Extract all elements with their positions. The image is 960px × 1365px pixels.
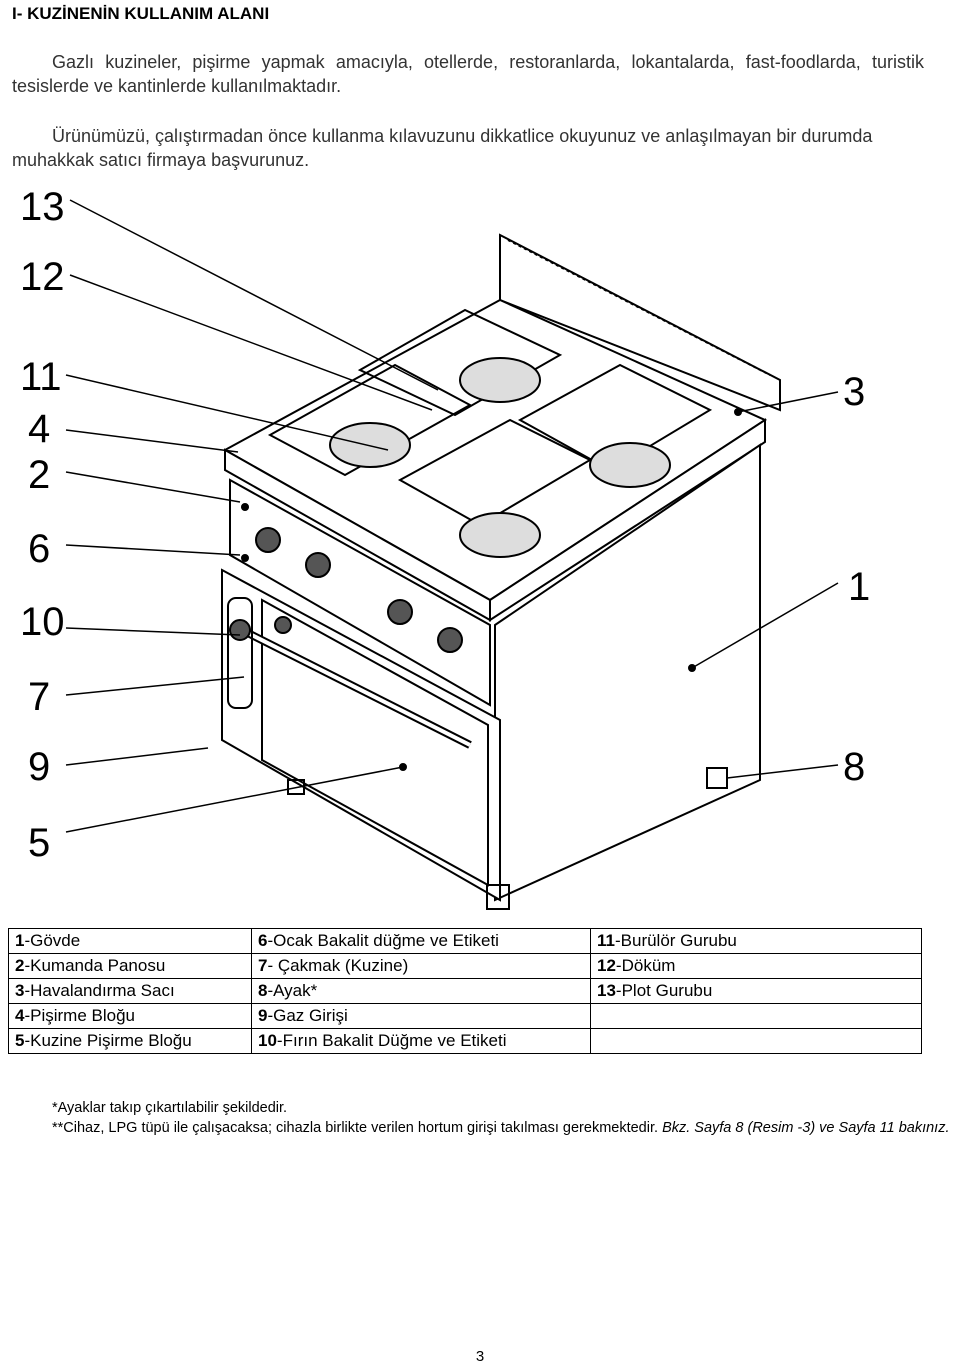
legend-label: -Gaz Girişi bbox=[267, 1006, 348, 1025]
legend-label: - Çakmak (Kuzine) bbox=[267, 956, 409, 975]
legend-cell bbox=[590, 1028, 922, 1054]
legend-cell bbox=[590, 1003, 922, 1029]
callout-12: 12 bbox=[20, 255, 65, 299]
page-number: 3 bbox=[475, 1348, 485, 1365]
legend-cell: 10-Fırın Bakalit Düğme ve Etiketi bbox=[251, 1028, 591, 1054]
legend-number: 3 bbox=[15, 981, 25, 1000]
legend-number: 9 bbox=[258, 1006, 268, 1025]
legend-cell: 7- Çakmak (Kuzine) bbox=[251, 953, 591, 979]
legend-label: -Burülör Gurubu bbox=[614, 931, 737, 950]
legend-label: -Fırın Bakalit Düğme ve Etiketi bbox=[276, 1031, 507, 1050]
legend-number: 2 bbox=[15, 956, 25, 975]
legend-label: -Ayak* bbox=[267, 981, 318, 1000]
note-lpg-text: **Cihaz, LPG tüpü ile çalışacaksa; cihaz… bbox=[52, 1120, 663, 1136]
callout-1: 1 bbox=[848, 565, 870, 609]
legend-cell: 8-Ayak* bbox=[251, 978, 591, 1004]
legend-label: -Plot Gurubu bbox=[615, 981, 713, 1000]
legend-cell: 6-Ocak Bakalit düğme ve Etiketi bbox=[251, 928, 591, 954]
legend-cell: 1-Gövde bbox=[8, 928, 252, 954]
legend-number: 1 bbox=[15, 931, 25, 950]
legend-number: 5 bbox=[15, 1031, 25, 1050]
note-lpg-reference: Bkz. Sayfa 8 (Resim -3) ve Sayfa 11 bakı… bbox=[662, 1120, 950, 1136]
legend-cell: 9-Gaz Girişi bbox=[251, 1003, 591, 1029]
callout-4: 4 bbox=[28, 407, 50, 451]
callout-5: 5 bbox=[28, 821, 50, 865]
callout-6: 6 bbox=[28, 527, 50, 571]
callout-7: 7 bbox=[28, 675, 50, 719]
legend-number: 10 bbox=[258, 1031, 277, 1050]
legend-label: -Döküm bbox=[615, 956, 676, 975]
warning-paragraph: Ürünümüzü, çalıştırmadan önce kullanma k… bbox=[12, 126, 873, 170]
note-lpg: **Cihaz, LPG tüpü ile çalışacaksa; cihaz… bbox=[12, 1118, 960, 1138]
legend-label: -Gövde bbox=[24, 931, 81, 950]
legend-cell: 11-Burülör Gurubu bbox=[590, 928, 922, 954]
callout-9: 9 bbox=[28, 745, 50, 789]
callout-10: 10 bbox=[20, 600, 65, 644]
callout-13: 13 bbox=[20, 185, 65, 229]
notes: *Ayaklar takıp çıkartılabilir şekildedir… bbox=[12, 1098, 960, 1138]
legend-cell: 2-Kumanda Panosu bbox=[8, 953, 252, 979]
legend-label: -Havalandırma Sacı bbox=[24, 981, 175, 1000]
section-title: I- KUZİNENİN KULLANIM ALANI bbox=[12, 4, 270, 23]
legend-number: 7 bbox=[258, 956, 268, 975]
note-feet: *Ayaklar takıp çıkartılabilir şekildedir… bbox=[52, 1100, 288, 1116]
legend-number: 13 bbox=[597, 981, 616, 1000]
legend-number: 6 bbox=[258, 931, 268, 950]
callout-11: 11 bbox=[20, 355, 62, 399]
legend-number: 12 bbox=[597, 956, 616, 975]
callout-3: 3 bbox=[843, 370, 865, 414]
legend-cell: 13-Plot Gurubu bbox=[590, 978, 922, 1004]
stove-diagram: 13 12 11 4 2 6 10 7 9 5 3 1 8 bbox=[0, 180, 960, 920]
legend-number: 8 bbox=[258, 981, 268, 1000]
callout-2: 2 bbox=[28, 453, 50, 497]
legend-label: -Ocak Bakalit düğme ve Etiketi bbox=[267, 931, 499, 950]
legend-cell: 3-Havalandırma Sacı bbox=[8, 978, 252, 1004]
callout-8: 8 bbox=[843, 745, 865, 789]
legend-number: 11 bbox=[597, 931, 615, 950]
legend-label: -Kuzine Pişirme Bloğu bbox=[24, 1031, 192, 1050]
legend-cell: 4-Pişirme Bloğu bbox=[8, 1003, 252, 1029]
legend-label: -Pişirme Bloğu bbox=[24, 1006, 136, 1025]
legend-label: -Kumanda Panosu bbox=[24, 956, 166, 975]
legend-cell: 12-Döküm bbox=[590, 953, 922, 979]
legend-number: 4 bbox=[15, 1006, 25, 1025]
intro-paragraph: Gazlı kuzineler, pişirme yapmak amacıyla… bbox=[12, 52, 924, 96]
legend-cell: 5-Kuzine Pişirme Bloğu bbox=[8, 1028, 252, 1054]
